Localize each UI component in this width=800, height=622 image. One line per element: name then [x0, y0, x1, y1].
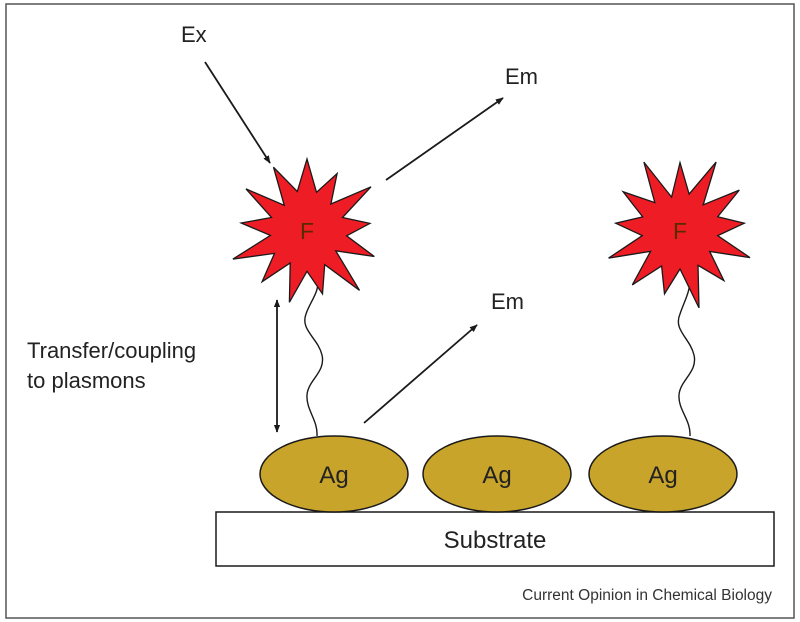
silver-particle-2 [422, 435, 572, 513]
excitation-label: Ex [181, 22, 207, 47]
journal-credit: Current Opinion in Chemical Biology [522, 587, 772, 604]
figure-border [5, 3, 795, 619]
emission-arrow-bottom [363, 324, 478, 424]
fluorophore-left-label: F [300, 218, 314, 244]
transfer-label-line1: Transfer/coupling [27, 338, 196, 363]
emission-label-bottom: Em [491, 289, 524, 314]
fluorophore-right-label: F [673, 218, 687, 244]
emission-arrow-top [385, 97, 504, 181]
silver-particle-1-label: Ag [319, 462, 348, 489]
excitation-arrow [204, 61, 271, 164]
substrate-label: Substrate [444, 527, 547, 554]
silver-particle-1 [259, 435, 409, 513]
silver-particle-3 [588, 435, 738, 513]
tether-left [304, 281, 324, 437]
fluorophore-left-star [232, 156, 375, 303]
emission-label-top: Em [505, 64, 538, 89]
silver-particle-2-label: Ag [482, 462, 511, 489]
silver-particle-3-label: Ag [648, 462, 677, 489]
fluorophore-right-star [608, 160, 751, 309]
tether-right [677, 279, 696, 437]
transfer-label-line2: to plasmons [27, 368, 146, 393]
